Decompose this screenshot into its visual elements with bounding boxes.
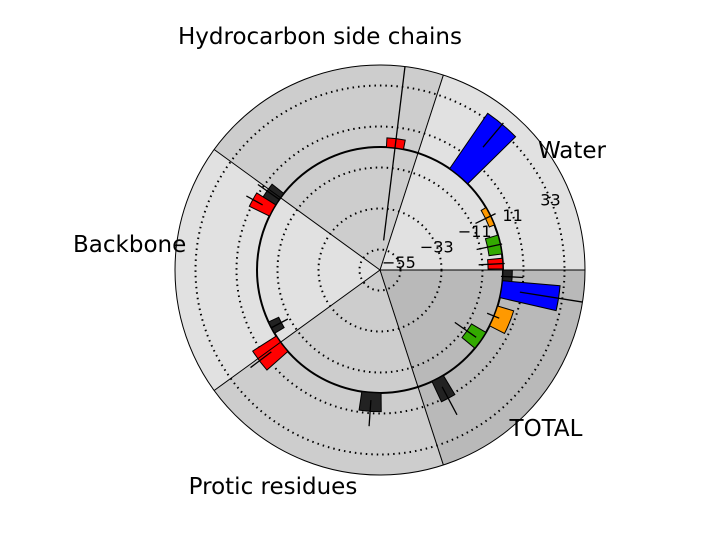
bar-2 [488,305,515,335]
error-bar-11 [246,195,263,206]
error-bar-1 [519,291,583,303]
error-bar-8 [482,122,504,148]
error-bar-12 [271,318,289,329]
sector-backgrounds [175,65,585,476]
error-bar-13 [250,351,272,369]
error-bar-5 [478,262,505,266]
tick-label-2: −11 [458,222,492,241]
sector-divider-5 [213,269,381,391]
sector-divider-3 [379,74,444,271]
sector-label-total: TOTAL [509,416,583,442]
sector-divider-4 [213,149,381,271]
error-bar-6 [476,243,503,251]
tick-label-3: 11 [502,206,522,225]
polar-frame [174,64,586,476]
tick-label-4: 33 [540,190,560,209]
bar-1 [499,280,561,312]
sector-bg-1 [380,75,585,270]
error-bar-7 [475,213,496,225]
error-bar-3 [454,321,477,338]
error-bars [246,66,583,427]
sector-bg-4 [214,270,444,476]
error-bar-10 [257,183,280,200]
tick-label-0: −55 [382,253,416,272]
sector-label-backbone: Backbone [73,232,186,258]
sector-labels: Hydrocarbon side chains Water Backbone P… [73,24,607,500]
error-bar-4 [441,386,458,416]
error-bar-0 [500,275,524,279]
sector-dividers [213,74,585,466]
sector-bg-0 [380,270,585,465]
radial-tick-labels: −55−33−11 11 33 [382,190,561,272]
error-bar-9 [382,66,406,241]
sector-label-hydrocarbon: Hydrocarbon side chains [178,24,462,50]
bar-8 [448,112,517,185]
error-bar-14 [368,400,372,427]
sector-label-water: Water [538,138,607,164]
sector-label-protic: Protic residues [189,474,358,500]
sector-bg-3 [175,149,380,391]
sector-divider-1 [379,269,444,466]
tick-label-1: −33 [420,237,454,256]
error-bar-2 [486,312,500,319]
